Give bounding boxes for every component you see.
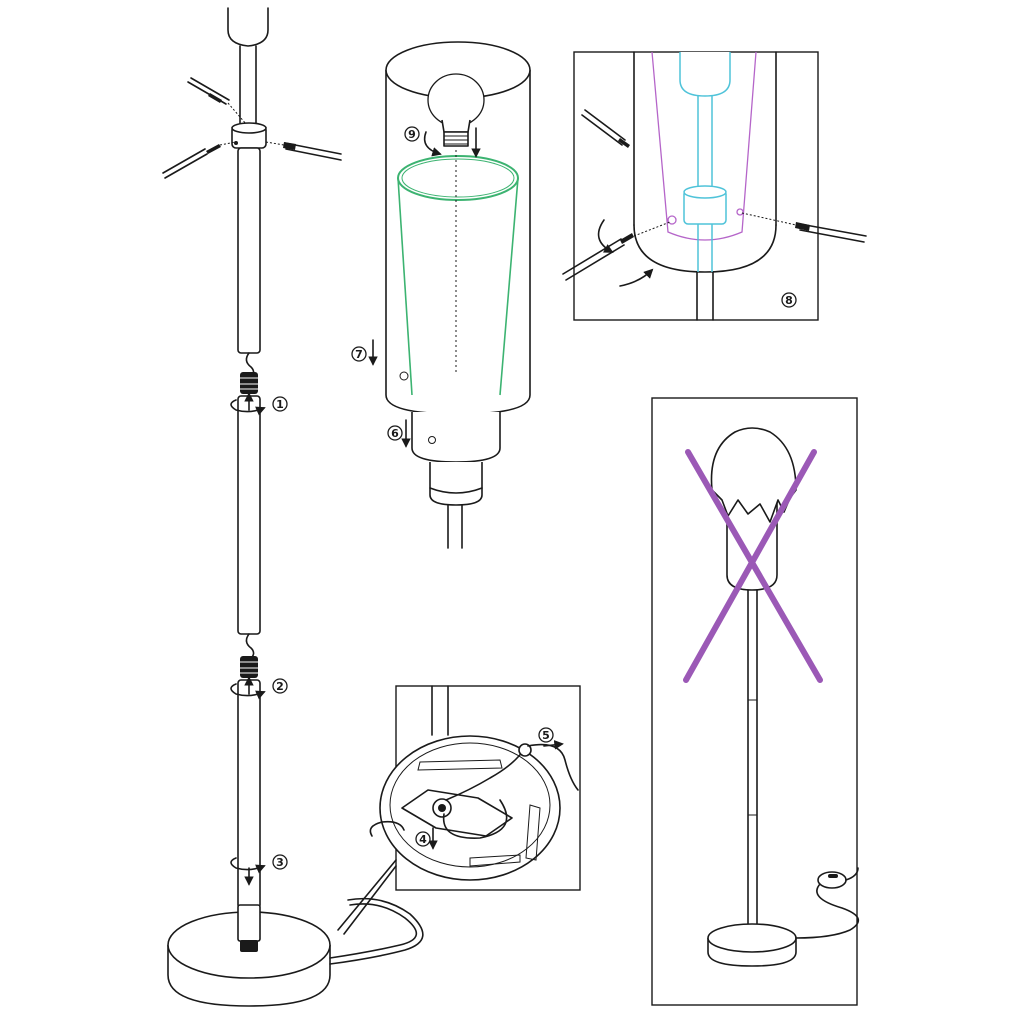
step-badge-4: 4 <box>415 831 431 847</box>
step-number: 4 <box>419 833 427 846</box>
step-number: 6 <box>391 427 399 440</box>
step-badge-6: 6 <box>387 425 403 441</box>
step-badge-circle <box>387 425 403 441</box>
step-badge-circle <box>404 126 420 142</box>
step-number: 9 <box>408 128 416 141</box>
shade-bulb-assembly <box>368 41 531 549</box>
step-badge-8: 8 <box>781 292 797 308</box>
rotate-arrow-icon <box>230 392 266 886</box>
step-badge-circle <box>272 678 288 694</box>
step-badge-circle <box>538 727 554 743</box>
collar-screw-icon <box>162 77 342 179</box>
step-badge-2: 2 <box>272 678 288 694</box>
warning-frame <box>651 397 860 1006</box>
step-number: 8 <box>785 294 793 307</box>
step-badge-3: 3 <box>272 854 288 870</box>
step-number: 3 <box>276 856 284 869</box>
step-badge-circle <box>272 396 288 412</box>
base-underside-frame <box>337 685 581 935</box>
step-badge-1: 1 <box>272 396 288 412</box>
step-badge-circle <box>415 831 431 847</box>
step-number: 7 <box>355 348 363 361</box>
foot-switch-icon <box>795 867 860 939</box>
step-number: 1 <box>276 398 284 411</box>
step-badge-circle <box>781 292 797 308</box>
warning-cross-icon <box>683 449 823 683</box>
down-arrow-icon <box>368 339 411 448</box>
rotate-arrow-icon <box>597 219 654 287</box>
lamp-pole-assembly <box>162 7 424 1007</box>
step-badge-circle <box>272 854 288 870</box>
light-bulb-icon <box>423 73 485 158</box>
step-number: 5 <box>542 729 550 742</box>
step-badge-5: 5 <box>538 727 554 743</box>
step-number: 2 <box>276 680 284 693</box>
step-badge-9: 9 <box>404 126 420 142</box>
step-badge-circle <box>351 346 367 362</box>
step-badge-7: 7 <box>351 346 367 362</box>
collar-detail-frame <box>562 51 867 321</box>
